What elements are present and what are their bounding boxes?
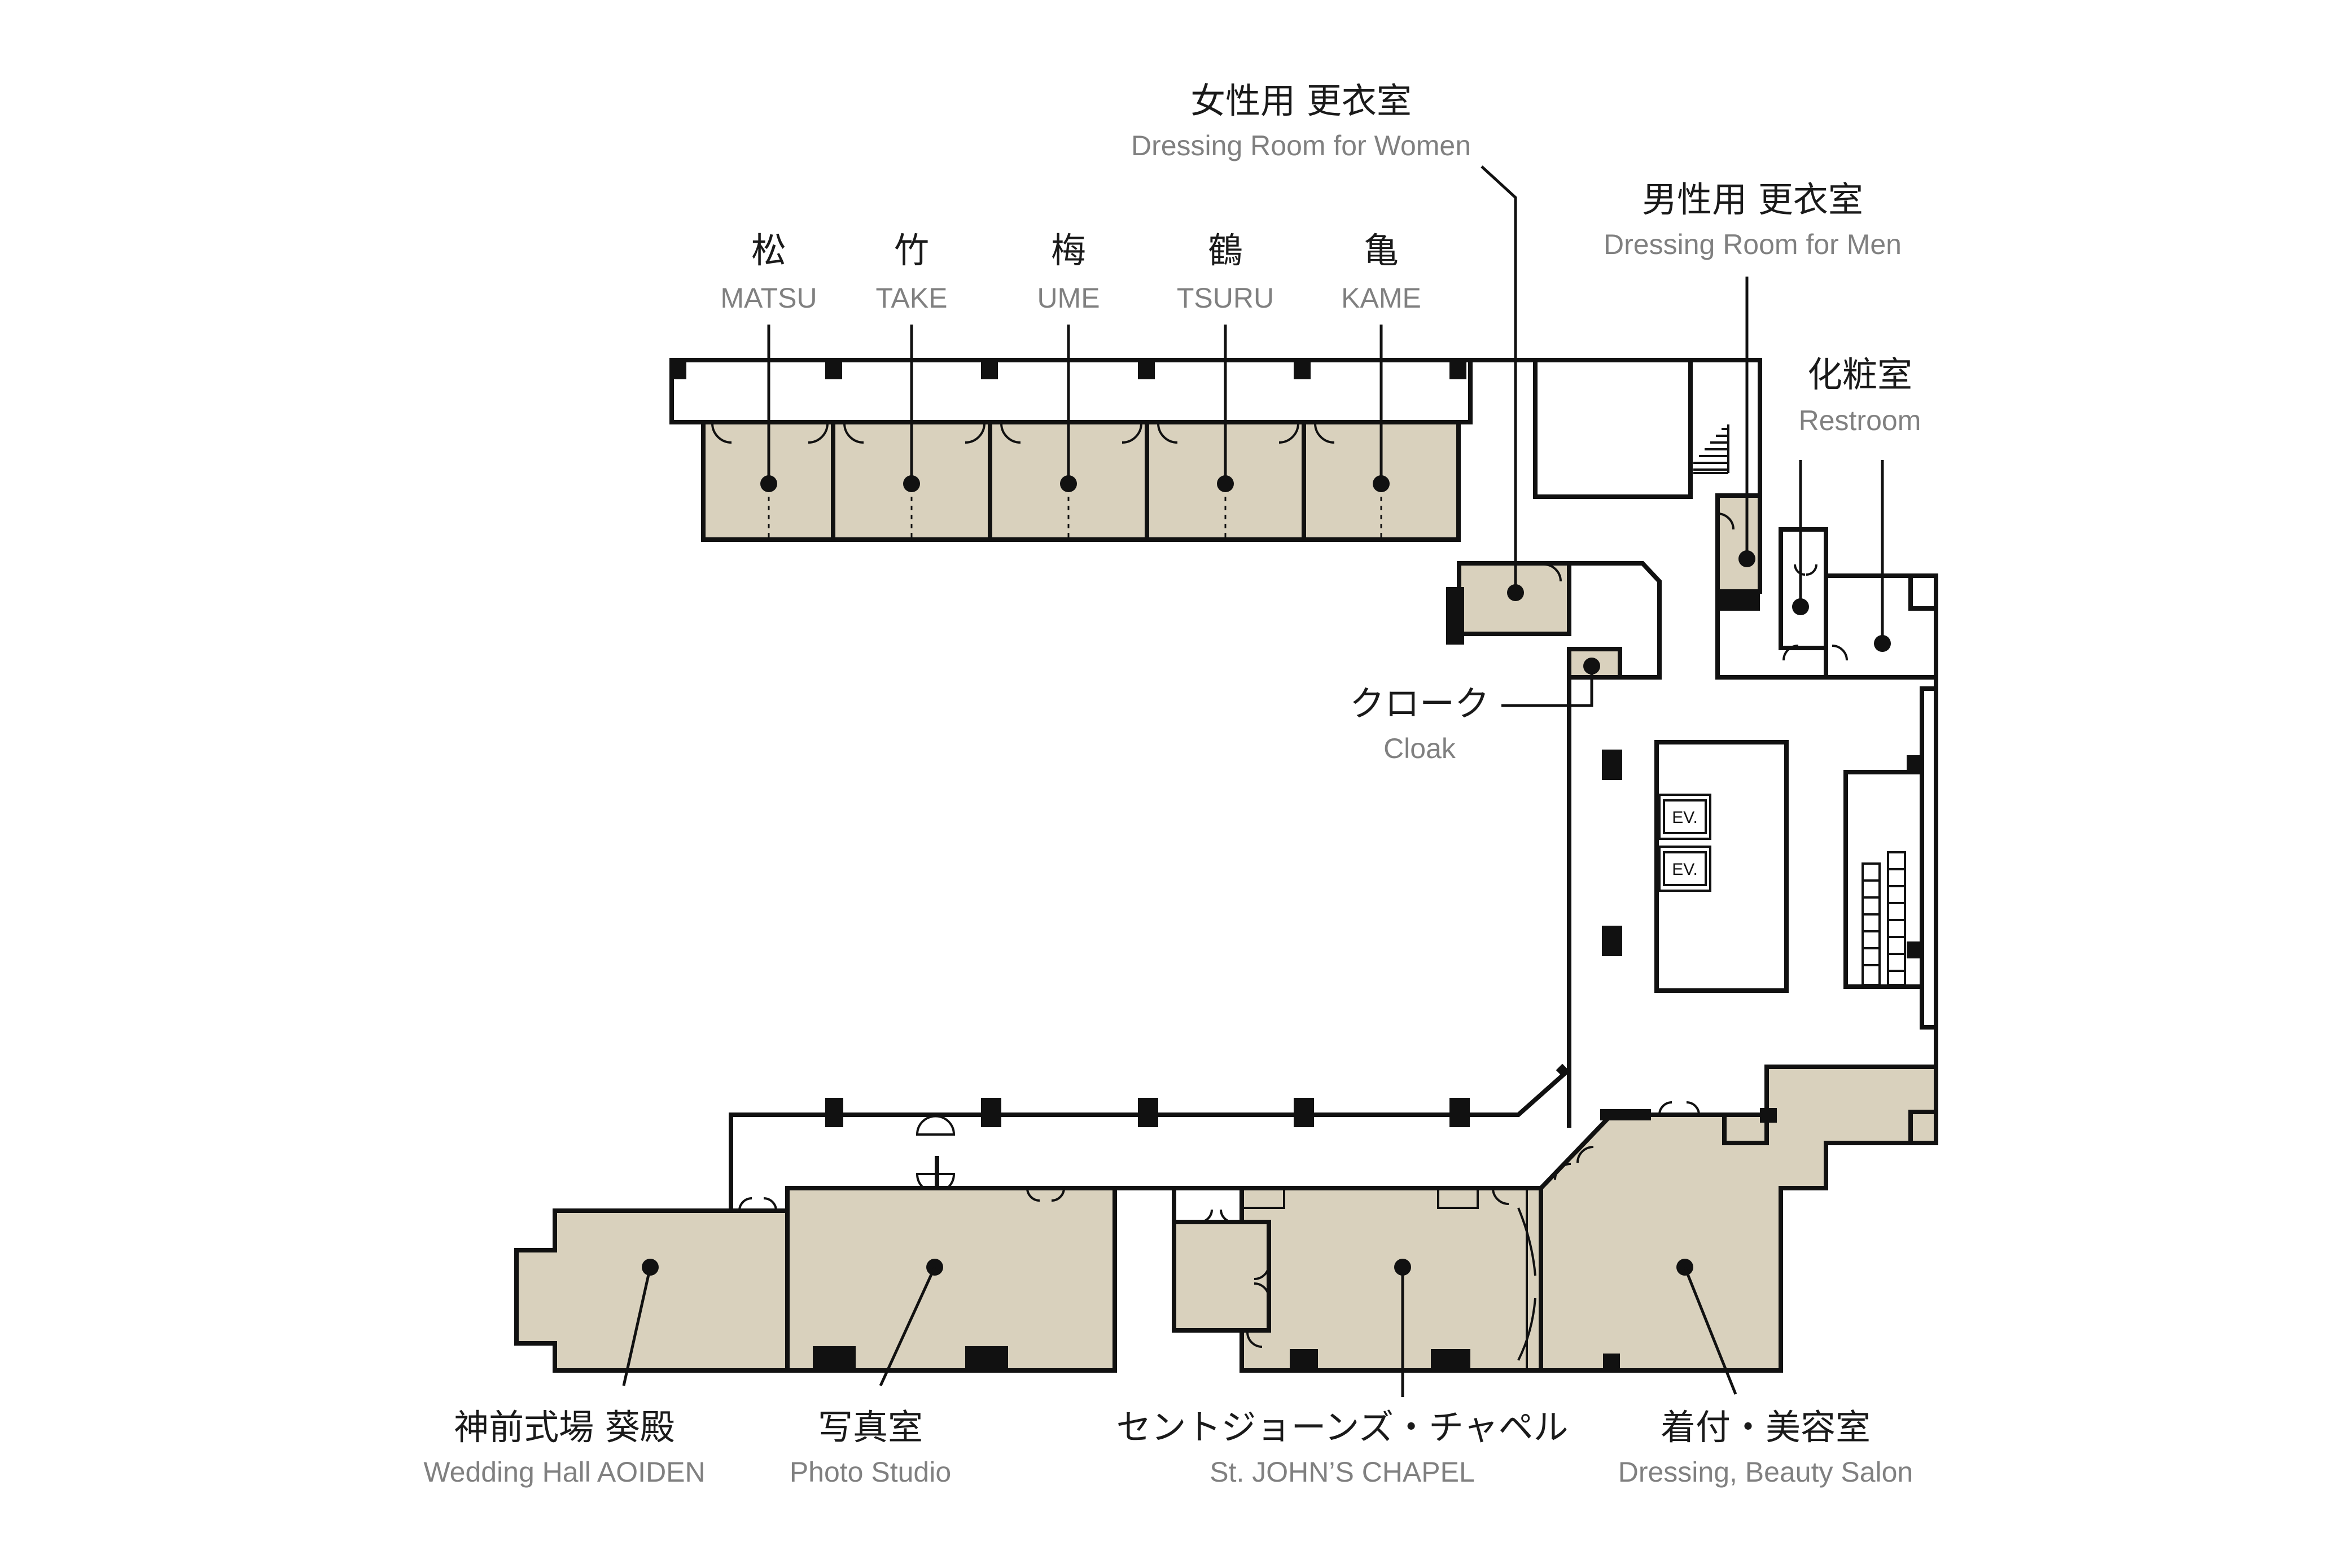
top-wing: [669, 358, 1473, 542]
label-tsuru-ja: 鶴: [1208, 230, 1243, 271]
back-room: [1533, 358, 1693, 499]
label-take-ja: 竹: [894, 230, 929, 271]
room-photo-studio[interactable]: [785, 1186, 1117, 1373]
stair-icon: [1693, 424, 1729, 474]
bottom-wing: [514, 1065, 1938, 1373]
elevator-2[interactable]: [1658, 846, 1711, 892]
label-women-en: Dressing Room for Women: [1131, 130, 1471, 161]
label-photo-ja: 写真室: [818, 1407, 923, 1448]
label-chapel-en: St. JOHN’S CHAPEL: [1210, 1456, 1475, 1488]
label-matsu-en: MATSU: [720, 282, 817, 314]
elevator-1[interactable]: [1658, 794, 1711, 840]
label-cloak-en: Cloak: [1383, 733, 1456, 764]
label-kame-en: KAME: [1341, 282, 1421, 314]
label-cloak-ja: クローク: [1350, 683, 1490, 724]
label-men-en: Dressing Room for Men: [1604, 229, 1902, 260]
top-corridor-outline: [669, 358, 1473, 424]
room-st-johns-chapel[interactable]: [1239, 1186, 1543, 1373]
elevator-core: [1654, 740, 1789, 993]
label-photo-en: Photo Studio: [790, 1456, 951, 1488]
label-ume-en: UME: [1037, 282, 1100, 314]
label-aoiden-en: Wedding Hall AOIDEN: [423, 1456, 705, 1488]
label-restroom-en: Restroom: [1799, 405, 1921, 436]
lower-corridor: [729, 1113, 912, 1211]
label-salon-ja: 着付・美容室: [1661, 1407, 1871, 1448]
right-column: [912, 358, 1938, 1128]
room-wedding-hall-aoiden[interactable]: [514, 1208, 790, 1373]
label-aoiden-ja: 神前式場 葵殿: [454, 1407, 675, 1448]
label-take-en: TAKE: [876, 282, 948, 314]
room-men-dressing[interactable]: [1715, 493, 1762, 594]
label-women-ja: 女性用 更衣室: [1190, 80, 1412, 121]
leader-lines: [622, 165, 1884, 1397]
labels: 松 MATSU 竹 TAKE 梅 UME 鶴 TSURU 亀 KAME 女性用 …: [423, 80, 1921, 1488]
elevator-2-label: EV.: [1672, 860, 1698, 879]
room-chapel-vestibule[interactable]: [1172, 1220, 1271, 1333]
label-tsuru-en: TSURU: [1177, 282, 1274, 314]
label-chapel-ja: セントジョーンズ・チャペル: [1116, 1407, 1568, 1448]
label-ume-ja: 梅: [1051, 230, 1086, 271]
upper-outline: [1470, 358, 1762, 497]
label-restroom-ja: 化粧室: [1807, 354, 1912, 395]
label-matsu-ja: 松: [751, 230, 786, 271]
restroom-small[interactable]: [1779, 527, 1828, 650]
label-kame-ja: 亀: [1364, 230, 1399, 271]
label-salon-en: Dressing, Beauty Salon: [1618, 1456, 1913, 1488]
room-beauty-salon[interactable]: [1539, 1065, 1938, 1373]
escalator: [1843, 770, 1924, 989]
escalator-icon: [1862, 851, 1906, 986]
elevator-1-label: EV.: [1672, 808, 1698, 827]
label-men-ja: 男性用 更衣室: [1642, 179, 1863, 220]
